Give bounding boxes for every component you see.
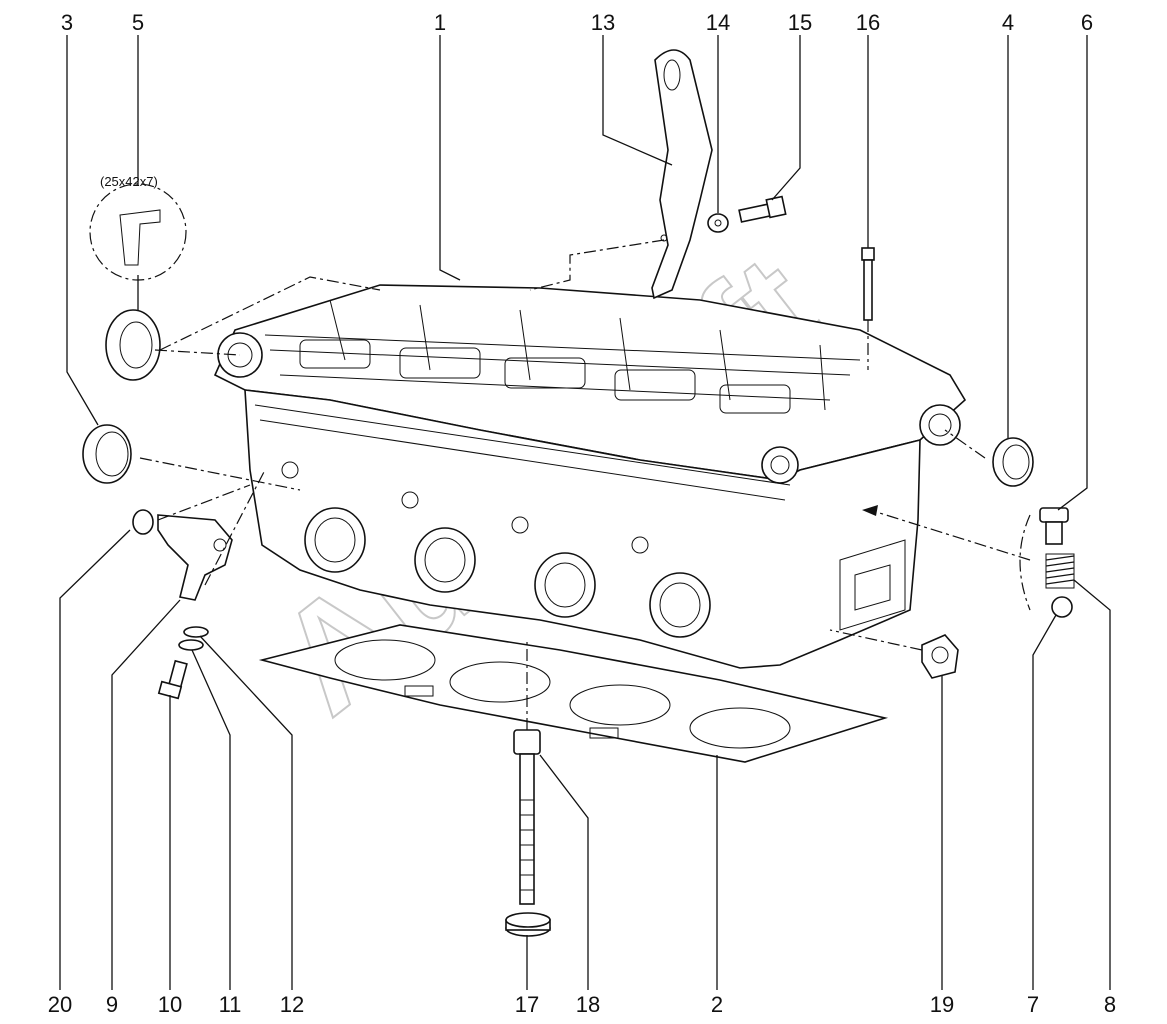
check-valve-ball xyxy=(1051,596,1073,618)
callout-15: 15 xyxy=(788,10,812,35)
washer-small-a xyxy=(183,626,209,638)
assembly-lines xyxy=(139,239,1031,730)
sensor-bolt xyxy=(157,659,188,700)
callout-3: 3 xyxy=(61,10,73,35)
seal-detail-circle xyxy=(89,183,187,281)
callout-14: 14 xyxy=(706,10,730,35)
callout-5: 5 xyxy=(132,10,144,35)
callout-1: 1 xyxy=(434,10,446,35)
callout-17: 17 xyxy=(515,992,539,1017)
callout-8: 8 xyxy=(1104,992,1116,1017)
head-bolt-washer xyxy=(505,912,551,937)
camshaft-oil-seal xyxy=(89,183,187,381)
end-plug-right xyxy=(992,437,1034,487)
stud xyxy=(861,247,875,321)
o-ring xyxy=(132,509,154,535)
head-gasket xyxy=(258,624,889,763)
lifting-bracket xyxy=(651,49,713,300)
callout-19: 19 xyxy=(930,992,954,1017)
washer-small-b xyxy=(178,639,204,651)
camshaft-sensor xyxy=(157,514,233,601)
leader-lines xyxy=(59,35,1111,990)
end-plug-left xyxy=(82,424,132,484)
callout-12: 12 xyxy=(280,992,304,1017)
callout-20: 20 xyxy=(48,992,72,1017)
check-valve-plug xyxy=(1039,507,1069,545)
callout-6: 6 xyxy=(1081,10,1093,35)
callout-2: 2 xyxy=(711,992,723,1017)
callout-18: 18 xyxy=(576,992,600,1017)
callout-10: 10 xyxy=(158,992,182,1017)
washer xyxy=(707,213,729,233)
callout-9: 9 xyxy=(106,992,118,1017)
callout-16: 16 xyxy=(856,10,880,35)
bracket-bolt xyxy=(738,195,787,223)
callout-4: 4 xyxy=(1002,10,1014,35)
flange-nut xyxy=(921,634,959,679)
callout-13: 13 xyxy=(591,10,615,35)
callout-11: 11 xyxy=(219,992,242,1017)
check-valve-spring xyxy=(1045,553,1075,589)
seal-size-label: (25x42x7) xyxy=(100,174,158,189)
assembly-arrow xyxy=(862,505,878,516)
callout-7: 7 xyxy=(1027,992,1039,1017)
head-bolt xyxy=(513,729,541,905)
